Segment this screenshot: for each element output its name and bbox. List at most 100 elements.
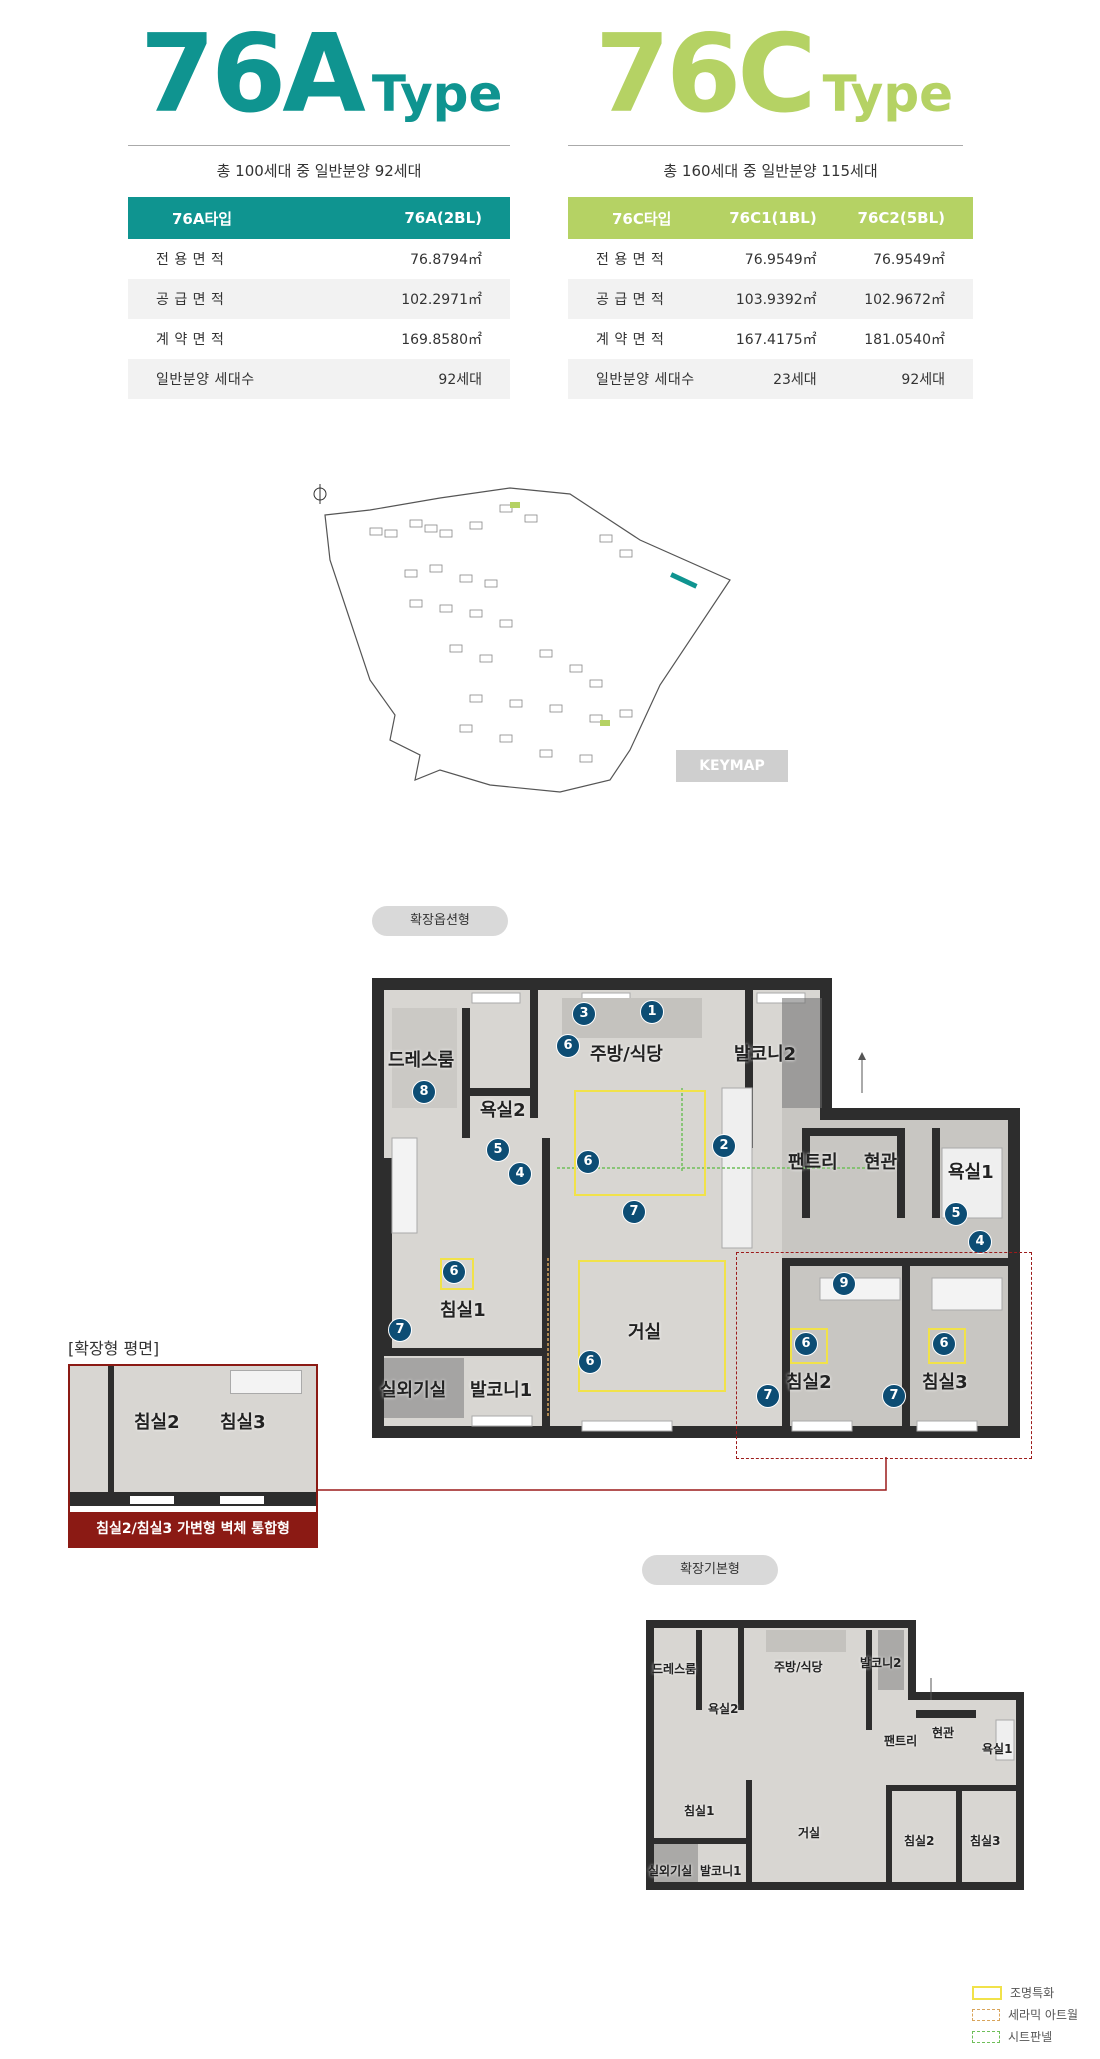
basic-plan-pill[interactable]: 확장기본형 [642,1555,778,1585]
room-utility: 실외기실 [380,1380,447,1401]
expanded-inset: 침실2 침실3 침실2/침실3 가변형 벽체 통합형 [68,1364,318,1548]
room-bedroom3: 침실3 [922,1372,968,1393]
row-label: 전 용 면 적 [596,252,665,268]
inset-plan: 침실2 침실3 [70,1366,316,1506]
basic-room-dressroom: 드레스룸 [652,1662,697,1676]
lighting-zone-bedroom3 [928,1328,966,1364]
row-value: 76.9549㎡ [873,252,945,268]
basic-room-kitchen: 주방/식당 [774,1660,823,1674]
row-label: 일반분양 세대수 [568,359,713,399]
table-row: 전 용 면 적 76.9549㎡ 76.9549㎡ [568,239,973,279]
option-marker-7: 7 [388,1318,412,1342]
row-value: 167.4175㎡ [735,332,817,348]
option-marker-7: 7 [756,1384,780,1408]
inset-caption: 침실2/침실3 가변형 벽체 통합형 [70,1512,316,1546]
room-bedroom2: 침실2 [786,1372,832,1393]
option-marker-8: 8 [412,1080,436,1104]
table-row: 계 약 면 적 167.4175㎡ 181.0540㎡ [568,319,973,359]
basic-room-living: 거실 [798,1826,821,1840]
type-76a-suffix: Type [371,65,503,123]
row-value: 102.9672㎡ [840,279,973,319]
inset-room-a: 침실2 [134,1412,180,1433]
basic-room-bath1: 욕실1 [982,1742,1013,1756]
type-76c-spec-table: 76C타입 76C1(1BL) 76C2(5BL) 전 용 면 적 76.954… [568,197,973,399]
basic-room-entrance: 현관 [932,1726,955,1740]
basic-room-utility: 실외기실 [648,1864,693,1878]
legend-label: 시트판넬 [1008,2030,1053,2044]
inset-wall [108,1366,114,1492]
option-marker-6: 6 [556,1034,580,1058]
option-floor-plan: 드레스룸 욕실2 주방/식당 발코니2 팬트리 현관 욕실1 침실1 거실 침실… [372,978,1020,1438]
inset-connector [312,1457,887,1491]
option-marker-2: 2 [712,1134,736,1158]
option-marker-7: 7 [622,1200,646,1224]
legend-label: 세라믹 아트월 [1008,2008,1079,2022]
row-label: 공 급 면 적 [568,279,713,319]
table-header: 76C2(5BL) [857,209,945,227]
basic-room-bath2: 욕실2 [708,1702,739,1716]
option-marker-6: 6 [794,1332,818,1356]
row-value: 102.2971㎡ [333,279,510,319]
table-row: 전 용 면 적 76.8794㎡ [128,239,510,279]
expanded-inset-title: [확장형 평면] [68,1339,160,1358]
basic-room-bedroom3: 침실3 [970,1834,1001,1848]
table-row: 일반분양 세대수 23세대 92세대 [568,359,973,399]
table-header: 76C1(1BL) [729,209,817,227]
row-value: 92세대 [840,359,973,399]
row-value: 169.8580㎡ [401,332,482,348]
room-entrance: 현관 [864,1152,898,1173]
row-label: 전 용 면 적 [156,252,225,268]
option-marker-4: 4 [968,1230,992,1254]
option-marker-6: 6 [576,1150,600,1174]
room-pantry: 팬트리 [788,1152,838,1173]
inset-window [220,1496,264,1504]
table-row: 일반분양 세대수 92세대 [128,359,510,399]
type-76a-spec-table: 76A타입 76A(2BL) 전 용 면 적 76.8794㎡ 공 급 면 적 … [128,197,510,399]
inset-wall [70,1492,316,1506]
inset-wardrobe [230,1370,302,1394]
basic-room-balcony2: 발코니2 [860,1656,902,1670]
table-row: 공 급 면 적 102.2971㎡ [128,279,510,319]
inset-room-b: 침실3 [220,1412,266,1433]
basic-room-bedroom2: 침실2 [904,1834,935,1848]
basic-room-bedroom1: 침실1 [684,1804,715,1818]
table-header: 76A(2BL) [404,209,482,227]
basic-room-pantry: 팬트리 [884,1734,918,1748]
basic-floor-plan: 드레스룸 주방/식당 발코니2 욕실2 팬트리 현관 욕실1 침실1 거실 침실… [646,1620,1024,1890]
legend-swatch [972,1985,1002,2000]
compass-icon [313,484,327,504]
row-label: 계 약 면 적 [596,332,665,348]
row-value: 23세대 [712,359,841,399]
option-plan-pill[interactable]: 확장옵션형 [372,906,508,936]
lighting-zone-bedroom2 [790,1328,828,1364]
option-marker-5: 5 [944,1202,968,1226]
room-balcony1: 발코니1 [470,1380,533,1401]
option-marker-9: 9 [832,1272,856,1296]
room-bath1: 욕실1 [948,1162,994,1183]
row-value: 181.0540㎡ [864,332,945,348]
row-value: 103.9392㎡ [712,279,841,319]
keymap-button[interactable]: KEYMAP [676,750,788,782]
divider [128,145,510,146]
divider [568,145,963,146]
type-76a-summary: 총 100세대 중 일반분양 92세대 [216,162,422,180]
row-label: 공 급 면 적 [128,279,334,319]
legend-swatch [972,2008,1000,2021]
legend-item-ceramic: 세라믹 아트월 [972,2006,1078,2023]
option-marker-7: 7 [882,1384,906,1408]
legend-item-sheet-panel: 시트판넬 [972,2028,1052,2045]
option-marker-6: 6 [932,1332,956,1356]
inset-window [130,1496,174,1504]
type-76c-code: 76C [595,12,817,137]
table-header: 76C타입 [612,209,672,228]
row-label: 계 약 면 적 [156,332,225,348]
room-kitchen: 주방/식당 [590,1044,663,1065]
legend-swatch [972,2030,1000,2043]
lighting-zone-living [578,1260,726,1392]
floor-plan-walls [372,978,1020,1438]
row-value: 76.8794㎡ [410,252,482,268]
option-marker-6: 6 [442,1260,466,1284]
option-marker-4: 4 [508,1162,532,1186]
basic-room-balcony1: 발코니1 [700,1864,742,1878]
